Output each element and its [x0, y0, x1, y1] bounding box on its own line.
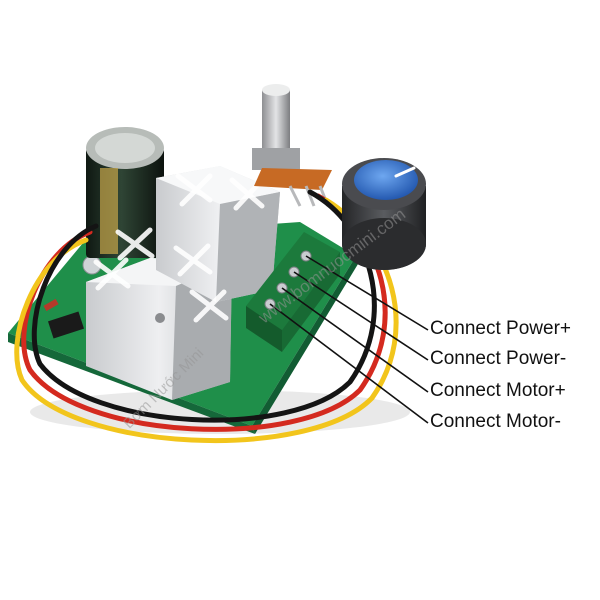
diode: [43, 298, 59, 312]
blue-knob: [342, 158, 426, 270]
ic-chip: [48, 311, 84, 339]
callout-motor-plus: Connect Motor+: [430, 380, 566, 401]
terminal-screw-1: [300, 250, 312, 262]
wire-black: [31, 189, 377, 423]
capacitor-top-inner: [95, 133, 155, 163]
wires: [14, 189, 399, 443]
callout-power-minus: Connect Power-: [430, 348, 567, 369]
leader-power-plus: [305, 255, 429, 331]
leader-motor-minus: [269, 303, 429, 424]
pcb-board-edge-right: [252, 256, 358, 434]
leader-power-minus: [293, 271, 429, 361]
leader-lines: [269, 255, 429, 424]
wire-red: [21, 193, 388, 432]
callout-motor-minus: Connect Motor-: [430, 411, 561, 432]
wire-yellow: [14, 197, 399, 443]
callout-power-plus: Connect Power+: [430, 318, 571, 339]
leader-motor-plus: [281, 287, 429, 393]
terminal-block: [246, 232, 340, 352]
potentiometer: [252, 84, 332, 207]
capacitor-stripe: [100, 168, 118, 254]
